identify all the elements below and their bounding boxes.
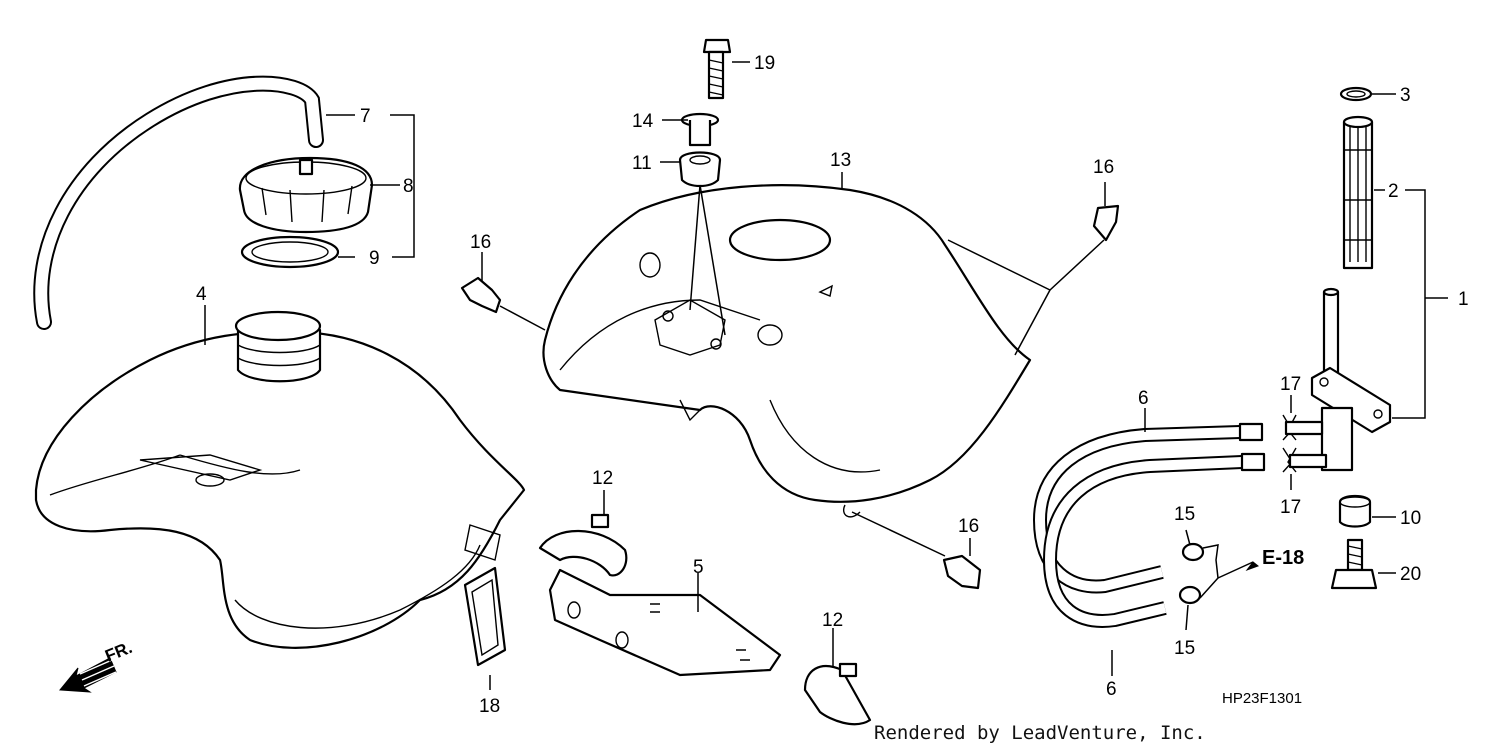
callout-17-bottom: 17 [1280,497,1301,518]
fuel-valve-1-part[interactable] [1284,287,1392,472]
callout-7: 7 [360,106,371,127]
bracket-5-part[interactable] [548,568,782,677]
front-direction-arrow-icon: FR. [58,638,135,693]
fuel-tank-part[interactable] [34,310,526,649]
callout-11: 11 [632,153,652,174]
callout-14: 14 [632,111,654,132]
callout-12-top: 12 [592,468,613,489]
washer-10-part[interactable] [1338,494,1372,528]
callout-15-top: 15 [1174,504,1195,525]
callout-1: 1 [1458,289,1469,310]
cap-gasket-part[interactable] [240,235,340,269]
callout-9: 9 [369,248,380,269]
clip-16-left-part[interactable] [460,276,502,314]
credit-text: Rendered by LeadVenture, Inc. [874,722,1206,744]
o-ring-3-part[interactable] [1339,86,1373,102]
callout-15-bottom: 15 [1174,638,1195,659]
callout-13: 13 [830,150,851,171]
callout-4: 4 [196,284,207,305]
strainer-2-part[interactable] [1342,115,1374,270]
collar-14-part[interactable] [680,112,720,147]
strap-18-part[interactable] [463,566,507,667]
callout-8: 8 [403,176,414,197]
callout-19: 19 [754,53,775,74]
callout-3: 3 [1400,85,1411,106]
reference-arrow [1245,561,1260,572]
fuel-hose-6-part[interactable] [1032,422,1266,628]
callout-16-left: 16 [470,232,491,253]
front-label: FR. [102,638,135,666]
bolt-20-part[interactable] [1330,538,1378,590]
callout-12-bottom: 12 [822,610,843,631]
diagram-code: HP23F1301 [1222,690,1302,707]
callout-5: 5 [693,557,704,578]
reference-label: E-18 [1262,547,1304,569]
hose-clip-15-top-part[interactable] [1181,542,1205,562]
callout-2: 2 [1388,181,1399,202]
callout-10: 10 [1400,508,1421,529]
callout-6-bottom: 6 [1106,679,1117,700]
band-12-top-part[interactable] [538,513,628,577]
fuel-cap-part[interactable] [238,156,374,234]
clip-16-top-part[interactable] [1092,204,1120,242]
callout-18: 18 [479,696,500,717]
callout-17-top: 17 [1280,374,1301,395]
breather-tube-part[interactable] [33,75,324,330]
leader-lines [204,61,1448,690]
callout-20: 20 [1400,564,1421,585]
callout-16-bottom: 16 [958,516,979,537]
hose-clip-15-bottom-part[interactable] [1178,585,1202,605]
clip-16-bottom-part[interactable] [942,554,982,590]
callout-6-top: 6 [1138,388,1149,409]
band-12-bottom-part[interactable] [803,662,872,726]
tank-cover-part[interactable] [542,184,1032,518]
callout-16-top: 16 [1093,157,1114,178]
bolt-19-part[interactable] [702,38,732,100]
grommet-11-part[interactable] [678,151,722,188]
